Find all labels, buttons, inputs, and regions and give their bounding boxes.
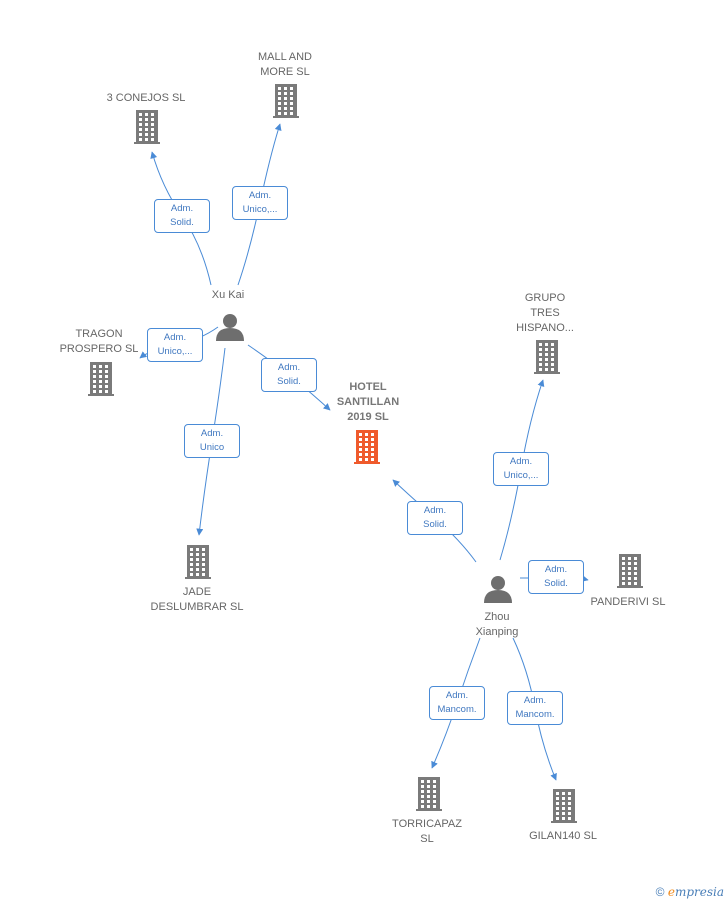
- relation-label-xukai-jade[interactable]: Adm. Unico: [184, 424, 240, 458]
- node-label-torricapaz[interactable]: TORRICAPAZ SL: [392, 818, 462, 845]
- building-icon-jade[interactable]: [185, 545, 211, 579]
- node-label-zhou[interactable]: Zhou Xianping: [475, 611, 519, 638]
- relation-label-zhou-hotel[interactable]: Adm. Solid.: [407, 501, 463, 535]
- relation-label-zhou-grupo[interactable]: Adm. Unico,...: [493, 452, 549, 486]
- relation-label-zhou-panderivi[interactable]: Adm. Solid.: [528, 560, 584, 594]
- person-icon-zhou[interactable]: [484, 576, 512, 603]
- node-label-mall[interactable]: MALL AND MORE SL: [257, 51, 313, 78]
- relation-label-xukai-hotel[interactable]: Adm. Solid.: [261, 358, 317, 392]
- node-label-tragon[interactable]: TRAGON PROSPERO SL: [59, 328, 139, 355]
- relation-label-xukai-mall[interactable]: Adm. Unico,...: [232, 186, 288, 220]
- node-label-panderivi[interactable]: PANDERIVI SL: [590, 596, 666, 608]
- building-icon-conejos[interactable]: [134, 110, 160, 144]
- relation-label-zhou-gilan[interactable]: Adm. Mancom.: [507, 691, 563, 725]
- building-icon-panderivi[interactable]: [617, 554, 643, 588]
- copyright-icon: ©: [655, 885, 665, 899]
- relation-label-xukai-conejos[interactable]: Adm. Solid.: [154, 199, 210, 233]
- node-label-jade[interactable]: JADE DESLUMBRAR SL: [150, 586, 244, 613]
- node-label-grupo[interactable]: GRUPO TRES HISPANO...: [516, 292, 574, 334]
- building-icon-mall[interactable]: [273, 84, 299, 118]
- relation-label-zhou-torricapaz[interactable]: Adm. Mancom.: [429, 686, 485, 720]
- node-label-xukai[interactable]: Xu Kai: [211, 289, 245, 301]
- building-icon-gilan[interactable]: [551, 789, 577, 823]
- building-icon-tragon[interactable]: [88, 362, 114, 396]
- building-icon-torricapaz[interactable]: [416, 777, 442, 811]
- building-icon-hotel[interactable]: [354, 430, 380, 464]
- building-icon-grupo[interactable]: [534, 340, 560, 374]
- brand-logo: empresia: [667, 885, 724, 899]
- node-label-conejos[interactable]: 3 CONEJOS SL: [106, 92, 186, 104]
- relation-label-xukai-tragon[interactable]: Adm. Unico,...: [147, 328, 203, 362]
- node-label-hotel[interactable]: HOTEL SANTILLAN 2019 SL: [336, 381, 400, 423]
- brand-footer: © empresia: [656, 885, 724, 899]
- node-label-gilan[interactable]: GILAN140 SL: [529, 830, 597, 842]
- person-icon-xukai[interactable]: [216, 314, 244, 341]
